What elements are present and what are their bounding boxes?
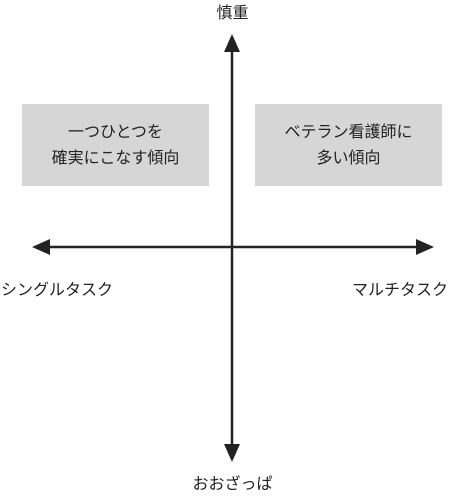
axis-label-left: シングルタスク	[1, 280, 114, 299]
quadrant-top-left-line-2: 確実にこなす傾向	[51, 148, 180, 167]
horizontal-axis	[32, 239, 434, 255]
quadrant-top-right-line-2: 多い傾向	[316, 148, 381, 167]
arrow-left-icon	[32, 239, 50, 255]
axis-label-right: マルチタスク	[351, 280, 448, 299]
arrow-right-icon	[416, 239, 434, 255]
axis-label-top: 慎重	[216, 3, 249, 22]
arrow-down-icon	[224, 444, 240, 462]
quadrant-box-top-left: 一つひとつを 確実にこなす傾向	[22, 104, 209, 186]
quadrant-top-left-line-1: 一つひとつを	[68, 122, 163, 141]
axis-label-bottom: おおざっぱ	[192, 474, 273, 493]
quadrant-top-right-line-1: ベテラン看護師に	[284, 122, 413, 141]
quadrant-box-top-right: ベテラン看護師に 多い傾向	[255, 104, 442, 186]
arrow-up-icon	[224, 34, 240, 52]
